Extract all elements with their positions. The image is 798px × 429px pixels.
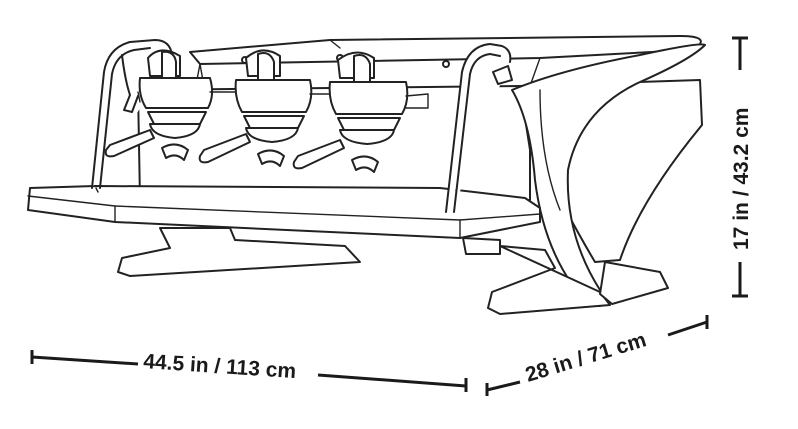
width-label: 44.5 in / 113 cm: [143, 350, 297, 383]
depth-dimension: 28 in / 71 cm: [485, 315, 709, 396]
width-dimension: 44.5 in / 113 cm: [30, 350, 468, 392]
machine-feet: [117, 227, 669, 315]
depth-label: 28 in / 71 cm: [523, 328, 649, 387]
group-head-1: [104, 49, 214, 161]
height-label: 17 in / 43.2 cm: [730, 108, 753, 250]
height-dimension: 17 in / 43.2 cm: [730, 36, 753, 298]
group-head-3: [292, 51, 409, 173]
steam-wand-right: [445, 43, 513, 213]
drip-tray: [27, 185, 541, 239]
manifold-bar: [137, 91, 429, 109]
espresso-machine-illustration: [27, 35, 706, 315]
side-housing: [511, 43, 706, 307]
